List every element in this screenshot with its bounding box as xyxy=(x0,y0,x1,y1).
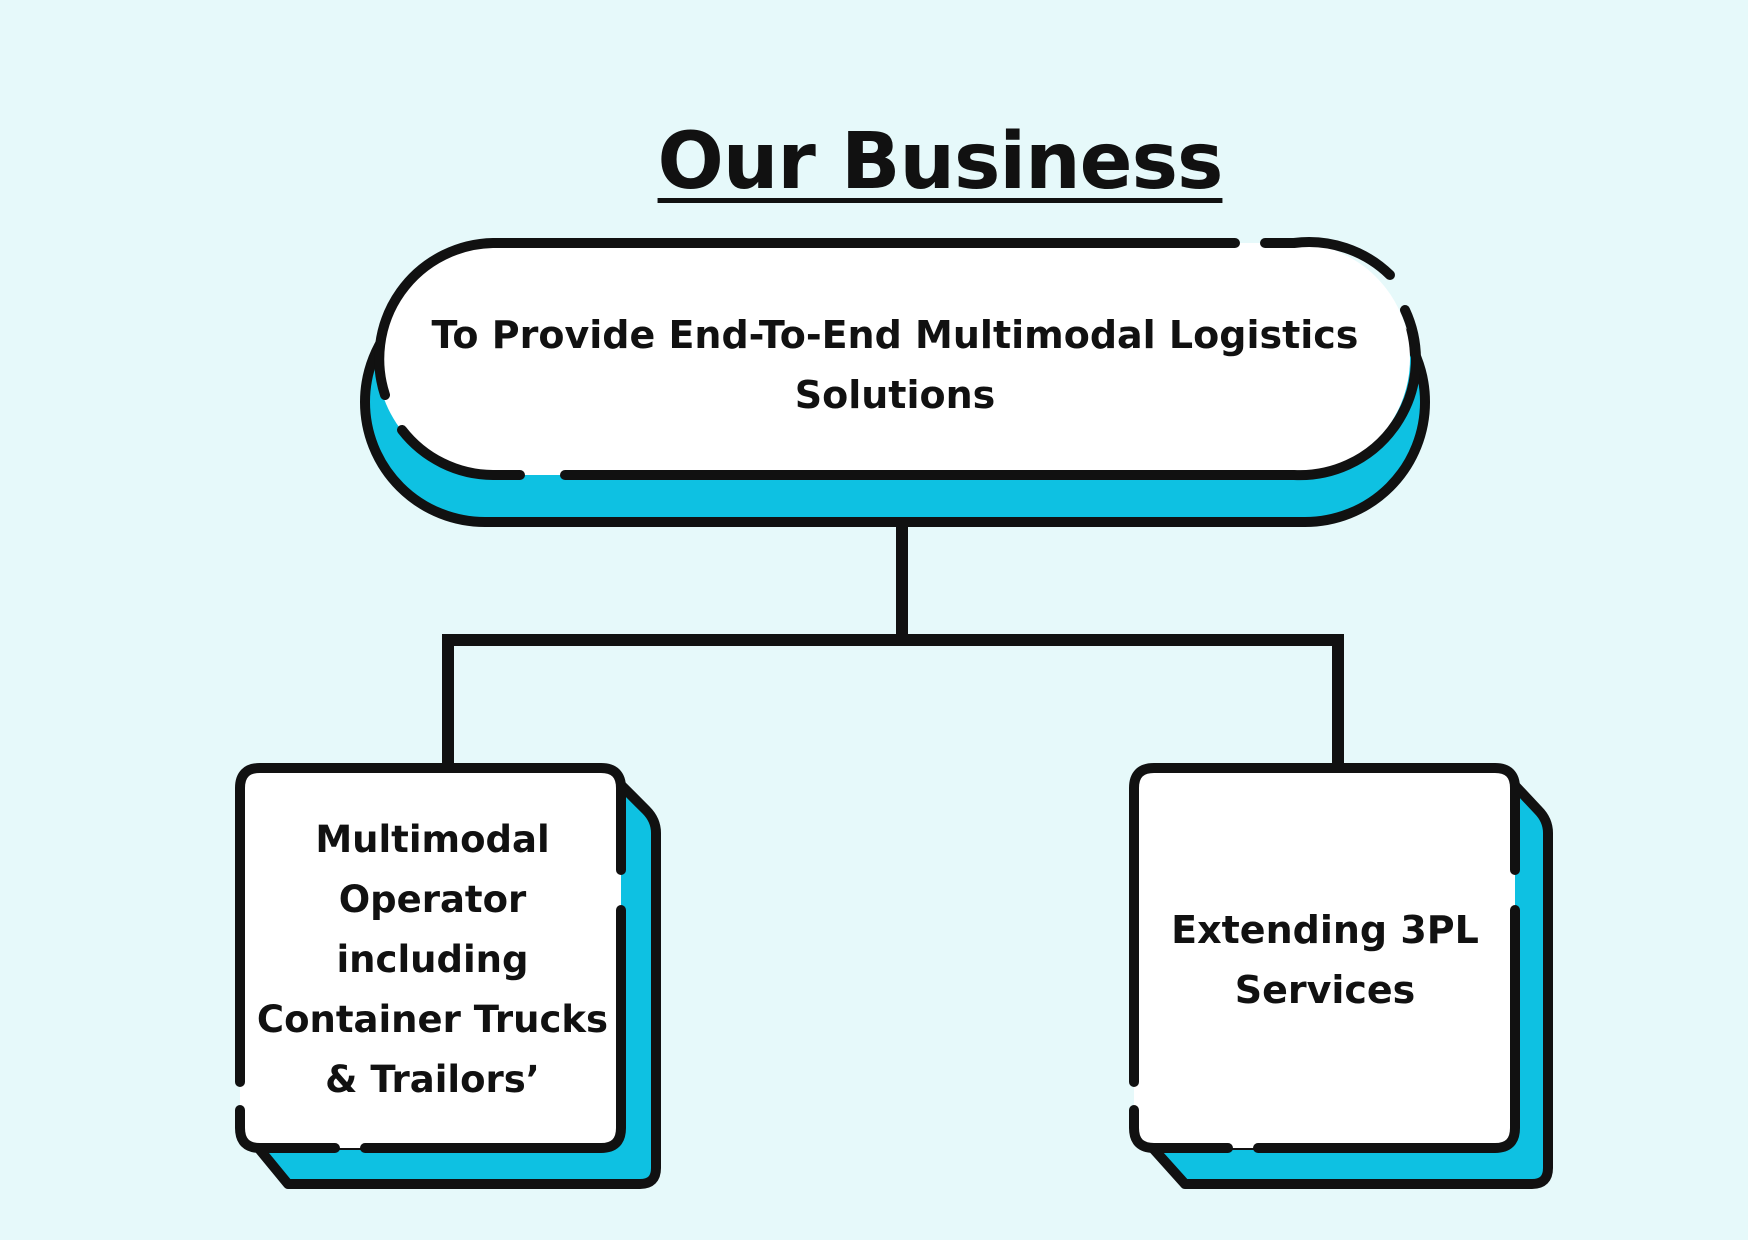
right-child-outline-corner xyxy=(1129,1105,1233,1153)
left-child-outline-main xyxy=(235,763,626,1087)
left-child-node xyxy=(235,763,661,1189)
right-child-label: Extending 3PL Services xyxy=(1171,908,1479,1012)
right-child-outline-bottom xyxy=(1253,905,1520,1153)
right-child-node xyxy=(1129,763,1553,1189)
connector-right-branch xyxy=(896,634,1344,774)
root-node-outline-arc xyxy=(1260,237,1395,280)
left-child-outline-corner xyxy=(235,1105,340,1153)
left-child-outline-bottom xyxy=(360,905,626,1153)
root-node-label: To Provide End-To-End Multimodal Logisti… xyxy=(431,313,1359,417)
root-node-outline-main xyxy=(374,238,1240,400)
left-child-label: Multimodal Operator including Container … xyxy=(256,818,609,1101)
connector-lines xyxy=(442,524,1344,774)
right-child-outline-main xyxy=(1129,763,1520,1087)
root-node xyxy=(360,237,1430,527)
root-node-outline-lower xyxy=(560,305,1421,481)
page-title: Our Business xyxy=(657,117,1224,207)
right-child-body xyxy=(1134,768,1515,1148)
root-node-outline-bottom xyxy=(397,425,525,480)
left-child-body xyxy=(240,768,621,1148)
root-node-body xyxy=(377,243,1410,475)
connector-left-branch xyxy=(442,634,908,774)
